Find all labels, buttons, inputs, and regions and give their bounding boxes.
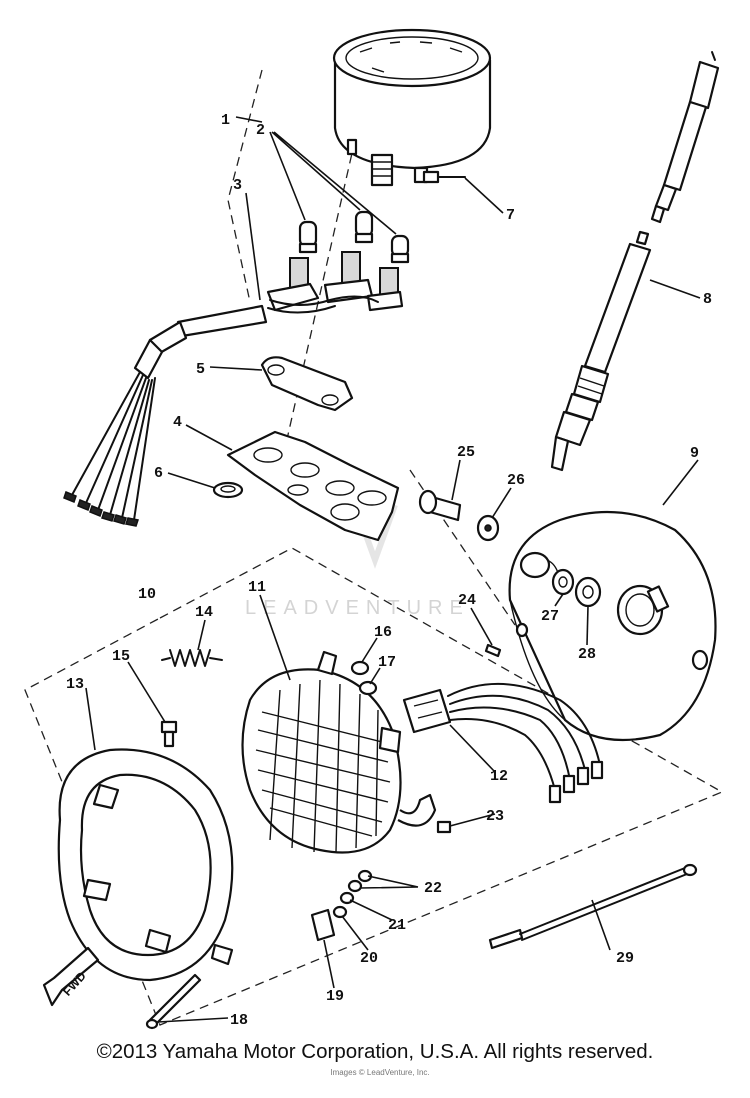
callout-24: 24 xyxy=(458,592,476,609)
washer-part-27 xyxy=(551,568,575,596)
callout-16: 16 xyxy=(374,624,392,641)
assembly-outline-meter xyxy=(227,69,263,303)
callout-11: 11 xyxy=(248,579,266,596)
callout-14: 14 xyxy=(195,604,213,621)
callout-22: 22 xyxy=(424,880,442,897)
bolt-part-25 xyxy=(418,489,462,522)
screw-part-18 xyxy=(145,973,202,1030)
bulbs-part-2 xyxy=(298,210,410,264)
callout-26: 26 xyxy=(507,472,525,489)
callout-15: 15 xyxy=(112,648,130,665)
callout-1: 1 xyxy=(221,112,230,129)
callout-3: 3 xyxy=(233,177,242,194)
callout-9: 9 xyxy=(690,445,699,462)
callout-19: 19 xyxy=(326,988,344,1005)
nut-part-16 xyxy=(350,660,370,676)
washer-part-17 xyxy=(358,680,378,696)
callout-27: 27 xyxy=(541,608,559,625)
meter-cable-part-8 xyxy=(550,51,720,472)
callout-2: 2 xyxy=(256,122,265,139)
callout-7: 7 xyxy=(506,207,515,224)
assembly-outline-headlight xyxy=(24,547,724,1026)
callout-17: 17 xyxy=(378,654,396,671)
callout-5: 5 xyxy=(196,361,205,378)
socket-harness-part-3 xyxy=(63,251,404,527)
callout-leaders xyxy=(85,116,701,1023)
callout-6: 6 xyxy=(154,465,163,482)
nut-part-28 xyxy=(574,576,602,608)
callout-12: 12 xyxy=(490,768,508,785)
callout-23: 23 xyxy=(486,808,504,825)
spacer-part-19 xyxy=(310,908,336,942)
callout-4: 4 xyxy=(173,414,182,431)
headlight-shell-part-9 xyxy=(508,510,717,742)
callout-20: 20 xyxy=(360,950,378,967)
clip-part-23 xyxy=(436,820,452,834)
rim-part-13 xyxy=(57,748,234,982)
callout-10: 10 xyxy=(138,586,156,603)
ground-lead-part-29 xyxy=(488,863,698,950)
washer-part-26 xyxy=(476,514,500,542)
callout-29: 29 xyxy=(616,950,634,967)
callout-21: 21 xyxy=(388,917,406,934)
watermark-text: LEADVENTURE xyxy=(245,597,470,619)
assembly-centerline xyxy=(279,139,356,471)
image-credit-overprint: Images © LeadVenture, Inc. xyxy=(330,1068,430,1077)
nuts-part-22 xyxy=(347,869,373,893)
spring-part-14 xyxy=(161,649,223,667)
parts-diagram: LEADVENTURE xyxy=(24,28,724,1030)
screw-part-24 xyxy=(484,643,502,658)
washer-part-20 xyxy=(332,905,348,919)
callout-18: 18 xyxy=(230,1012,248,1029)
callout-28: 28 xyxy=(578,646,596,663)
screw-part-15 xyxy=(160,720,178,748)
callout-numbers: 1 2 3 4 5 6 7 8 9 10 11 12 13 14 15 16 1… xyxy=(66,112,712,1029)
callout-25: 25 xyxy=(457,444,475,461)
callout-13: 13 xyxy=(66,676,84,693)
washer-part-21 xyxy=(339,891,355,905)
copyright-notice: ©2013 Yamaha Motor Corporation, U.S.A. A… xyxy=(96,1040,654,1063)
screw-part-7 xyxy=(422,170,466,184)
speedometer-part xyxy=(332,28,492,187)
headlight-unit-part-11 xyxy=(241,650,437,854)
connector-part-12 xyxy=(402,682,604,804)
grommet-part-6 xyxy=(212,481,244,499)
plate-part-4 xyxy=(226,430,400,542)
bracket-part-5 xyxy=(260,356,354,412)
callout-8: 8 xyxy=(703,291,712,308)
forward-arrow-icon xyxy=(42,946,100,1007)
